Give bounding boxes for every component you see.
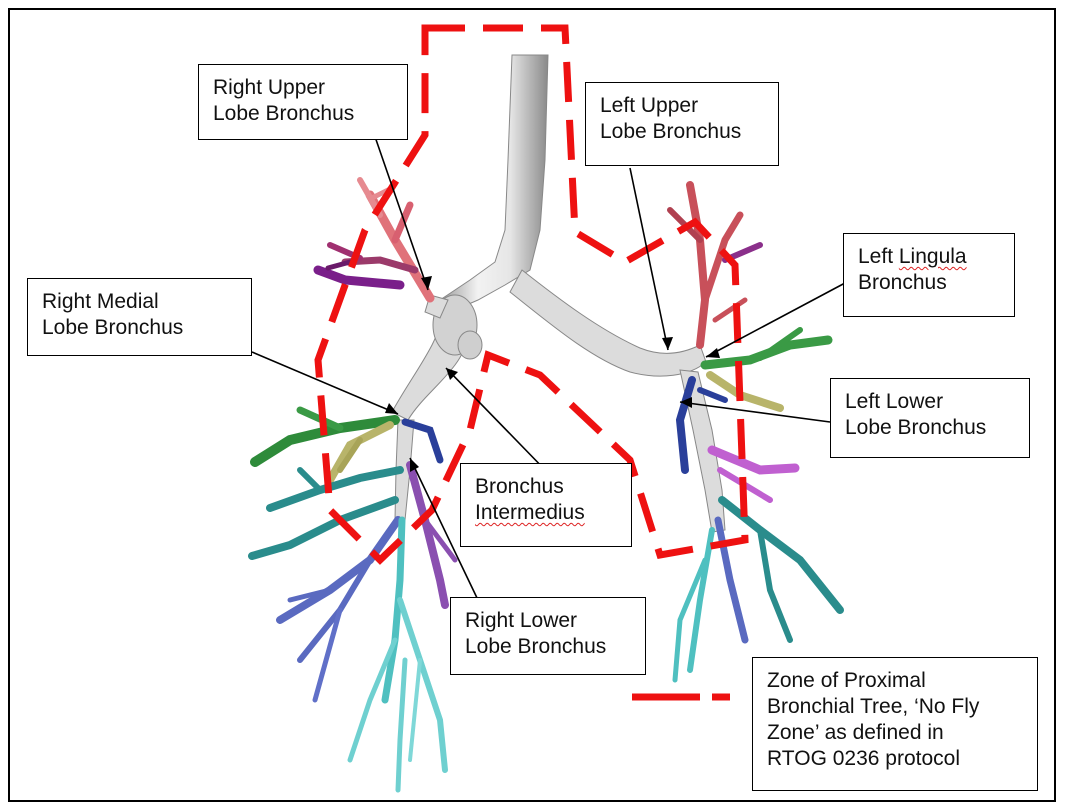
left-upper-lobe-branches <box>670 185 760 345</box>
intermedius-text-word: Intermedius <box>475 501 585 524</box>
lingula-text-word: Lingula <box>899 245 967 268</box>
legend-no-fly-zone: Zone of Proximal Bronchial Tree, ‘No Fly… <box>752 657 1038 791</box>
label-left-upper-lobe-bronchus: Left Upper Lobe Bronchus <box>585 82 779 166</box>
lingula-text-prefix: Left <box>858 245 899 268</box>
label-right-medial-lobe-bronchus: Right Medial Lobe Bronchus <box>27 278 252 356</box>
lingula-text-line2: Bronchus <box>858 271 947 294</box>
label-right-upper-lobe-bronchus: Right Upper Lobe Bronchus <box>198 64 408 140</box>
right-upper-lobe-branches <box>318 180 430 298</box>
label-right-lower-lobe-bronchus: Right Lower Lobe Bronchus <box>450 597 646 675</box>
label-left-lower-lobe-bronchus: Left Lower Lobe Bronchus <box>830 378 1030 458</box>
intermedius-text-line1: Bronchus <box>475 475 564 498</box>
